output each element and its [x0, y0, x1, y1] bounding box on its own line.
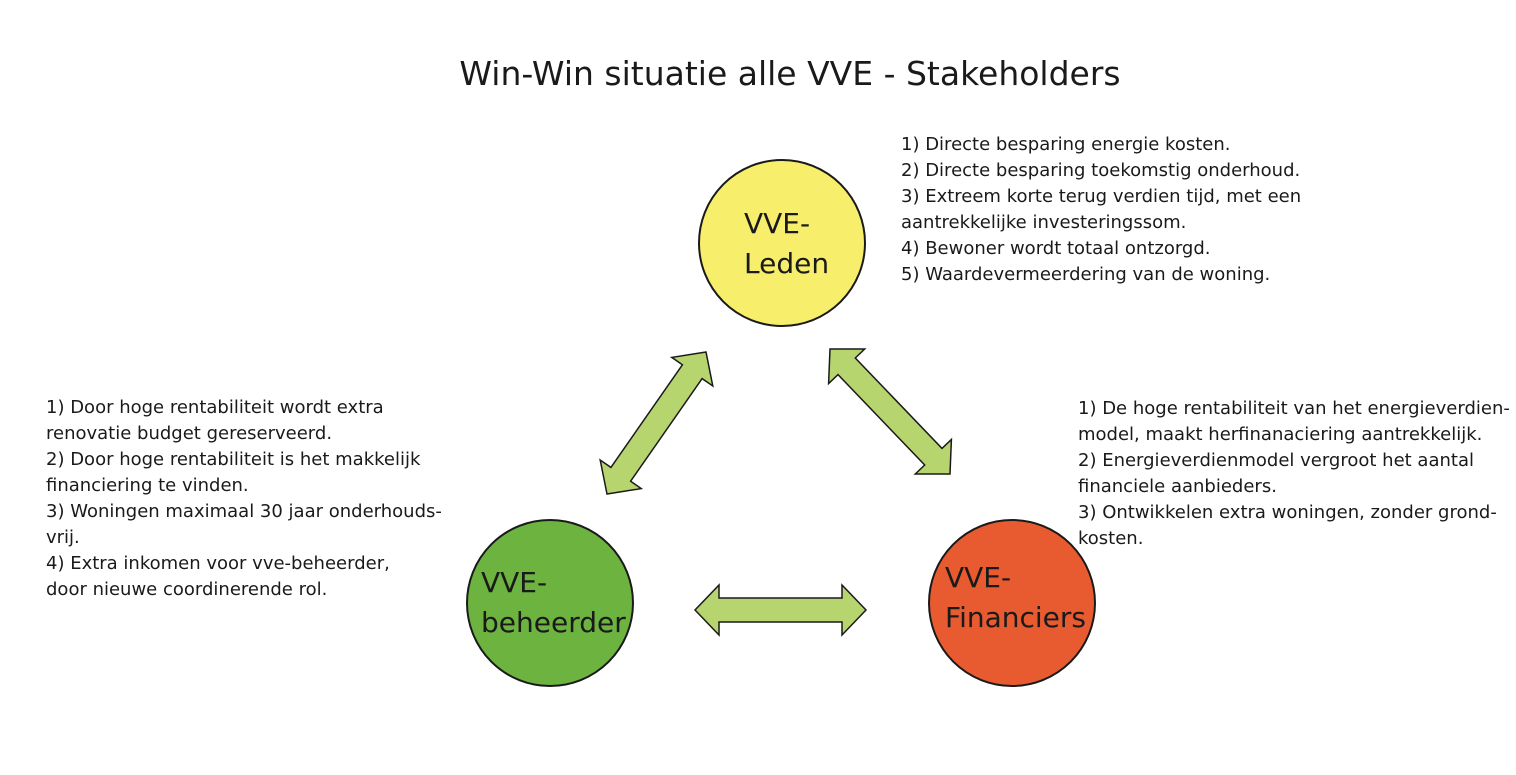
node-label-vve-financiers-line1: VVE- — [945, 561, 1012, 594]
node-label-vve-financiers-line2: Financiers — [945, 601, 1086, 634]
benefit-line: 1) Directe besparing energie kosten. — [901, 134, 1231, 155]
node-label-vve-beheerder-line1: VVE- — [481, 566, 548, 599]
circle-vve-financiers — [928, 519, 1096, 687]
node-label-vve-beheerder-line2: beheerder — [481, 606, 626, 639]
benefit-line: financiele aanbieders. — [1078, 476, 1277, 497]
node-label-vve-beheerder: VVE- beheerder — [481, 563, 626, 643]
node-label-vve-financiers: VVE- Financiers — [945, 558, 1086, 638]
node-label-vve-leden-line1: VVE- — [744, 207, 811, 240]
benefit-line: financiering te vinden. — [46, 475, 249, 496]
benefit-line: 1) De hoge rentabiliteit van het energie… — [1078, 398, 1510, 419]
benefit-line: 5) Waardevermeerdering van de woning. — [901, 264, 1271, 285]
benefit-line: door nieuwe coordinerende rol. — [46, 579, 328, 600]
benefit-line: aantrekkelijke investeringssom. — [901, 212, 1187, 233]
circle-vve-leden — [698, 159, 866, 327]
arrow-leden-beheerder — [599, 351, 714, 495]
arrow-beheerder-financiers — [693, 583, 868, 637]
benefit-line: model, maakt herfinanaciering aantrekkel… — [1078, 424, 1483, 445]
benefit-line: 3) Ontwikkelen extra woningen, zonder gr… — [1078, 502, 1497, 523]
benefit-line: kosten. — [1078, 528, 1144, 549]
benefit-line: 1) Door hoge rentabiliteit wordt extra — [46, 397, 384, 418]
benefits-vve-beheerder: 1) Door hoge rentabiliteit wordt extra r… — [46, 395, 442, 603]
node-label-vve-leden-line2: Leden — [744, 247, 830, 280]
benefit-line: 2) Door hoge rentabiliteit is het makkel… — [46, 449, 421, 470]
benefit-line: 3) Woningen maximaal 30 jaar onderhouds- — [46, 501, 442, 522]
diagram-title: Win-Win situatie alle VVE - Stakeholders — [459, 54, 1121, 93]
benefit-line: 4) Bewoner wordt totaal ontzorgd. — [901, 238, 1211, 259]
circle-vve-beheerder — [466, 519, 634, 687]
arrow-leden-financiers — [827, 348, 953, 475]
benefits-vve-leden: 1) Directe besparing energie kosten. 2) … — [901, 132, 1301, 288]
benefit-line: 3) Extreem korte terug verdien tijd, met… — [901, 186, 1302, 207]
benefits-vve-financiers: 1) De hoge rentabiliteit van het energie… — [1078, 396, 1510, 552]
node-label-vve-leden: VVE- Leden — [744, 204, 829, 284]
benefit-line: renovatie budget gereserveerd. — [46, 423, 333, 444]
benefit-line: 4) Extra inkomen voor vve-beheerder, — [46, 553, 390, 574]
benefit-line: 2) Directe besparing toekomstig onderhou… — [901, 160, 1301, 181]
benefit-line: 2) Energieverdienmodel vergroot het aant… — [1078, 450, 1474, 471]
benefit-line: vrij. — [46, 527, 80, 548]
